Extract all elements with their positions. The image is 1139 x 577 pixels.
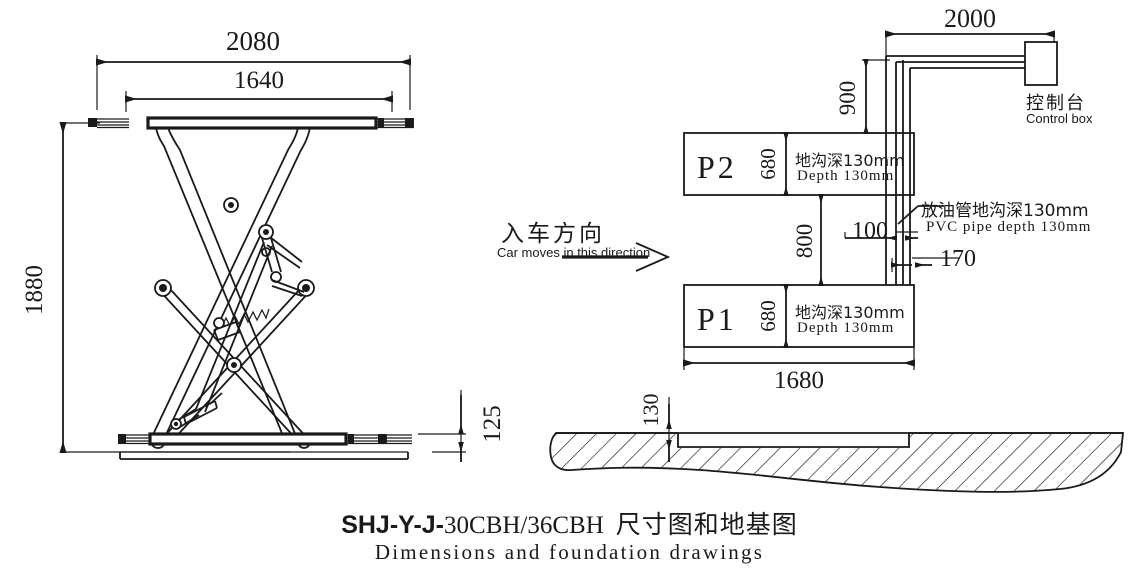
car-direction-indicator (562, 242, 671, 272)
control-box-label-en: Control box (1026, 111, 1093, 126)
trench-depth-p2-cn: 地沟深130mm (795, 151, 905, 170)
label-2080: 2080 (226, 26, 280, 56)
foundation-plan-view (683, 30, 1058, 370)
car-direction-label-en: Car moves in this direction (497, 245, 651, 260)
trench-depth-p2-en: Depth 130mm (797, 168, 895, 184)
title-cn: 尺寸图和地基图 (615, 510, 798, 539)
dimension-100 (844, 231, 918, 241)
dimension-680-p1 (780, 284, 792, 348)
lift-base-platform (118, 432, 412, 460)
dimension-680-p2 (780, 132, 792, 196)
label-680-p2: 680 (756, 148, 780, 180)
ground-foundation-cross-section (549, 397, 1124, 493)
label-1880: 1880 (21, 265, 48, 315)
trench-depth-p1-en: Depth 130mm (797, 320, 895, 336)
label-800: 800 (792, 224, 817, 259)
trench-depth-p1-cn: 地沟深130mm (795, 303, 905, 322)
control-box-symbol (1024, 41, 1058, 86)
label-900: 900 (835, 81, 860, 116)
dimension-2080 (96, 55, 411, 110)
label-130: 130 (638, 394, 663, 427)
label-2000: 2000 (944, 4, 996, 33)
dimension-1680 (683, 347, 915, 370)
platform-p2-block (683, 132, 915, 196)
car-direction-label-cn: 入车方向 (501, 221, 605, 247)
label-1640: 1640 (234, 67, 284, 94)
drawing-subtitle: Dimensions and foundation drawings (374, 540, 765, 564)
pvc-pipe-label-cn: 放油管地沟深130mm (921, 201, 1089, 221)
lift-top-platform (88, 116, 414, 130)
drawing-title: SHJ-Y-J-30CBH/36CBH 尺寸图和地基图 (0, 505, 1139, 541)
label-p1: P1 (697, 301, 737, 337)
label-680-p1: 680 (756, 300, 780, 332)
pvc-pipe-leader-line (897, 205, 944, 225)
platform-p1-block (683, 284, 915, 348)
label-125: 125 (479, 405, 506, 443)
dimension-125 (418, 390, 466, 462)
title-model-prefix: SHJ-Y-J- (341, 511, 445, 539)
control-box-label-cn: 控制台 (1026, 93, 1086, 114)
dimension-170 (891, 257, 960, 272)
conduit-lines (885, 55, 1025, 285)
label-100: 100 (852, 218, 888, 244)
label-170: 170 (940, 246, 976, 272)
pvc-pipe-label-en: PVC pipe depth 130mm (926, 219, 1092, 235)
label-p2: P2 (697, 149, 737, 185)
scissor-arm-assembly (149, 127, 315, 449)
scissor-lift-side-elevation (59, 55, 466, 462)
title-model-code: 30CBH/36CBH (444, 512, 604, 539)
label-1680: 1680 (774, 367, 824, 394)
dimension-1640 (125, 91, 393, 112)
